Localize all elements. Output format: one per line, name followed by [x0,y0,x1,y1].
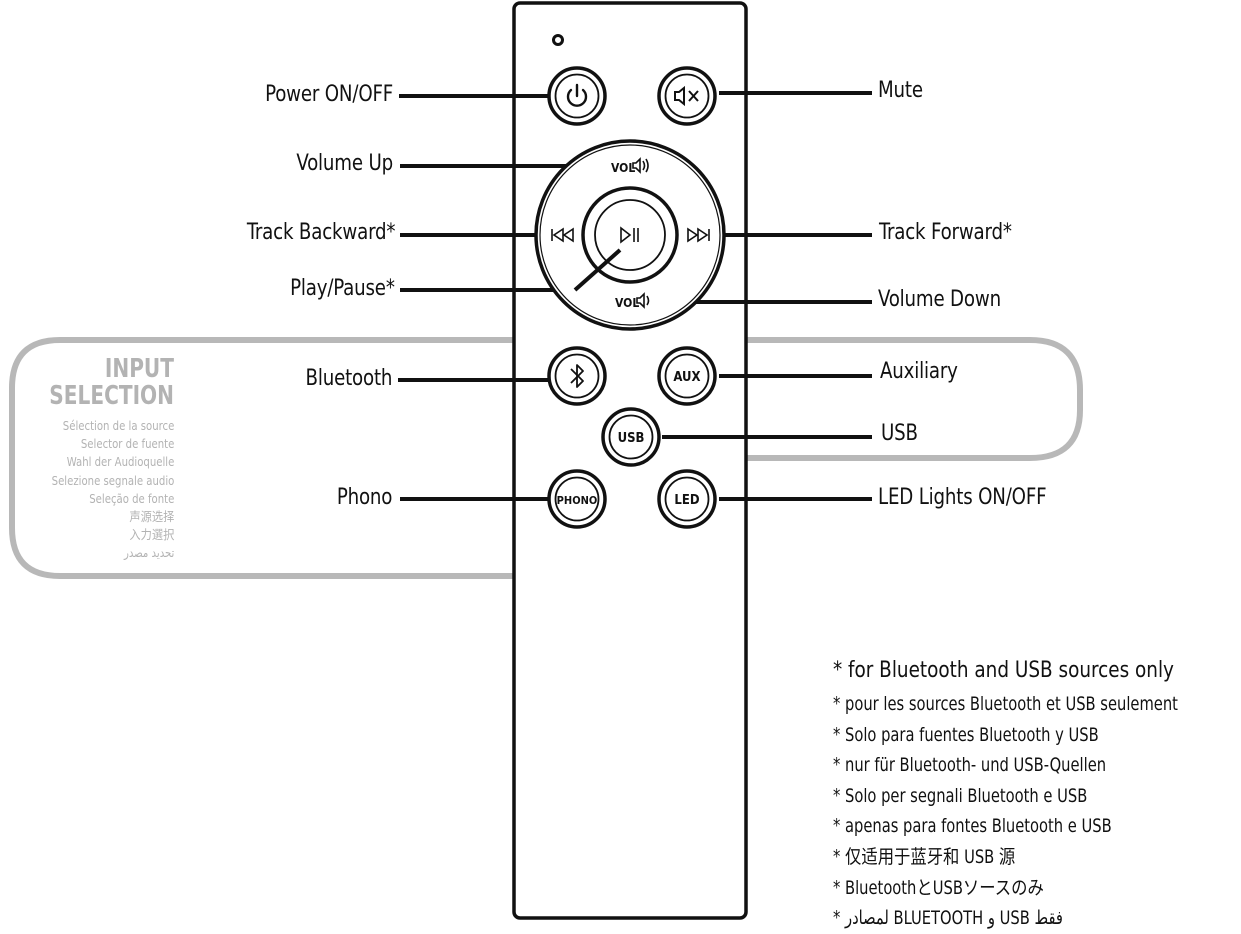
input-selection-title-line2: SELECTION [49,381,174,411]
label-volume-up: Volume Up [296,151,393,176]
led-text: LED [674,493,699,508]
input-selection-translations: Sélection de la source Selector de fuent… [51,417,174,563]
label-track-forward: Track Forward* [879,220,1012,245]
translation-ja: 入力選択 [128,527,174,543]
mute-button[interactable] [657,66,717,126]
label-auxiliary: Auxiliary [880,359,958,384]
footnote-zh: * 仅适用于蓝牙和 USB 源 [833,845,1016,868]
play-pause-icon [620,226,639,244]
speaker-icon [632,157,649,174]
translation-de: Wahl der Audioquelle [66,454,174,470]
track-backward-button[interactable] [551,227,574,243]
label-usb: USB [881,421,918,446]
track-forward-button[interactable] [687,227,710,243]
footnote-fr: * pour les sources Bluetooth et USB seul… [833,693,1178,715]
usb-text: USB [618,431,645,446]
leader-play-pause-overlay [573,248,622,292]
footnote-es: * Solo para fuentes Bluetooth y USB [833,723,1099,746]
power-icon [566,83,588,107]
indicator-led [552,34,564,46]
translation-fr: Sélection de la source [62,418,174,433]
phono-text: PHONO [557,494,598,507]
label-track-backward: Track Backward* [246,220,396,245]
aux-text: AUX [673,370,700,385]
volume-down-button[interactable]: VOL [615,292,650,310]
label-led: LED Lights ON/OFF [878,485,1047,510]
translation-es: Selector de fuente [80,436,174,452]
volume-down-text: VOL [615,296,639,310]
label-bluetooth: Bluetooth [305,366,392,391]
footnote-ar: * لمصادر BLUETOOTH و USB فقط [833,907,1063,930]
label-power: Power ON/OFF [265,82,393,107]
footnote-pt: * apenas para fontes Bluetooth e USB [833,815,1112,838]
bluetooth-icon [570,364,584,388]
label-mute: Mute [878,78,923,103]
mute-icon [674,85,699,107]
usb-button[interactable]: USB [601,407,661,467]
skip-forward-icon [687,227,710,243]
input-selection-title-line1: INPUT [104,354,174,384]
volume-up-text: VOL [611,161,635,175]
footnotes: * for Bluetooth and USB sources only * p… [833,658,1234,934]
volume-up-button[interactable]: VOL [611,157,649,175]
footnote-title: * for Bluetooth and USB sources only [833,658,1174,683]
translation-ar: تحديد مصدر [123,545,174,561]
play-pause-button[interactable] [581,186,679,284]
translation-zh: 声源选择 [128,509,174,525]
bluetooth-button[interactable] [547,346,607,406]
footnote-de: * nur für Bluetooth- und USB-Quellen [833,754,1107,777]
label-volume-down: Volume Down [878,287,1001,312]
phono-button[interactable]: PHONO [547,469,607,529]
footnote-it: * Solo per segnali Bluetooth e USB [833,784,1088,807]
speaker-icon [636,292,650,309]
footnote-ja: * BluetoothとUSBソースのみ [833,876,1044,899]
aux-button[interactable]: AUX [657,346,717,406]
led-button[interactable]: LED [657,469,717,529]
label-play-pause: Play/Pause* [290,276,395,301]
translation-pt: Seleção de fonte [88,490,174,506]
input-selection-title: INPUT SELECTION [49,356,174,410]
skip-back-icon [551,227,574,243]
translation-it: Selezione segnale audio [51,472,174,488]
power-button[interactable] [547,66,607,126]
label-phono: Phono [336,485,393,510]
